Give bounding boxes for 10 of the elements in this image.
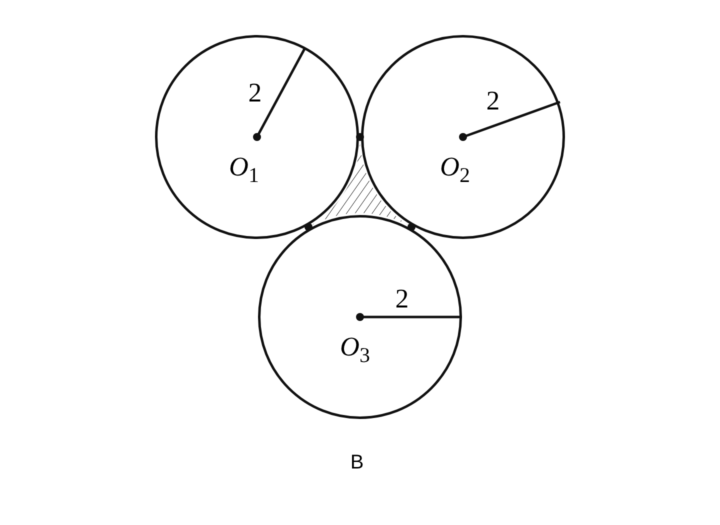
circle: [258, 215, 462, 419]
radius-label: 2: [248, 80, 262, 106]
circle: [155, 35, 359, 239]
radius-label: 2: [486, 88, 500, 114]
circle: [361, 35, 565, 239]
center-label: O$_{3}$: [340, 334, 370, 360]
radius-label: 2: [395, 286, 409, 312]
caption: B: [350, 452, 364, 474]
center-label: O$_{1}$: [228, 154, 260, 180]
center-label: O$_{2}$: [440, 154, 470, 180]
